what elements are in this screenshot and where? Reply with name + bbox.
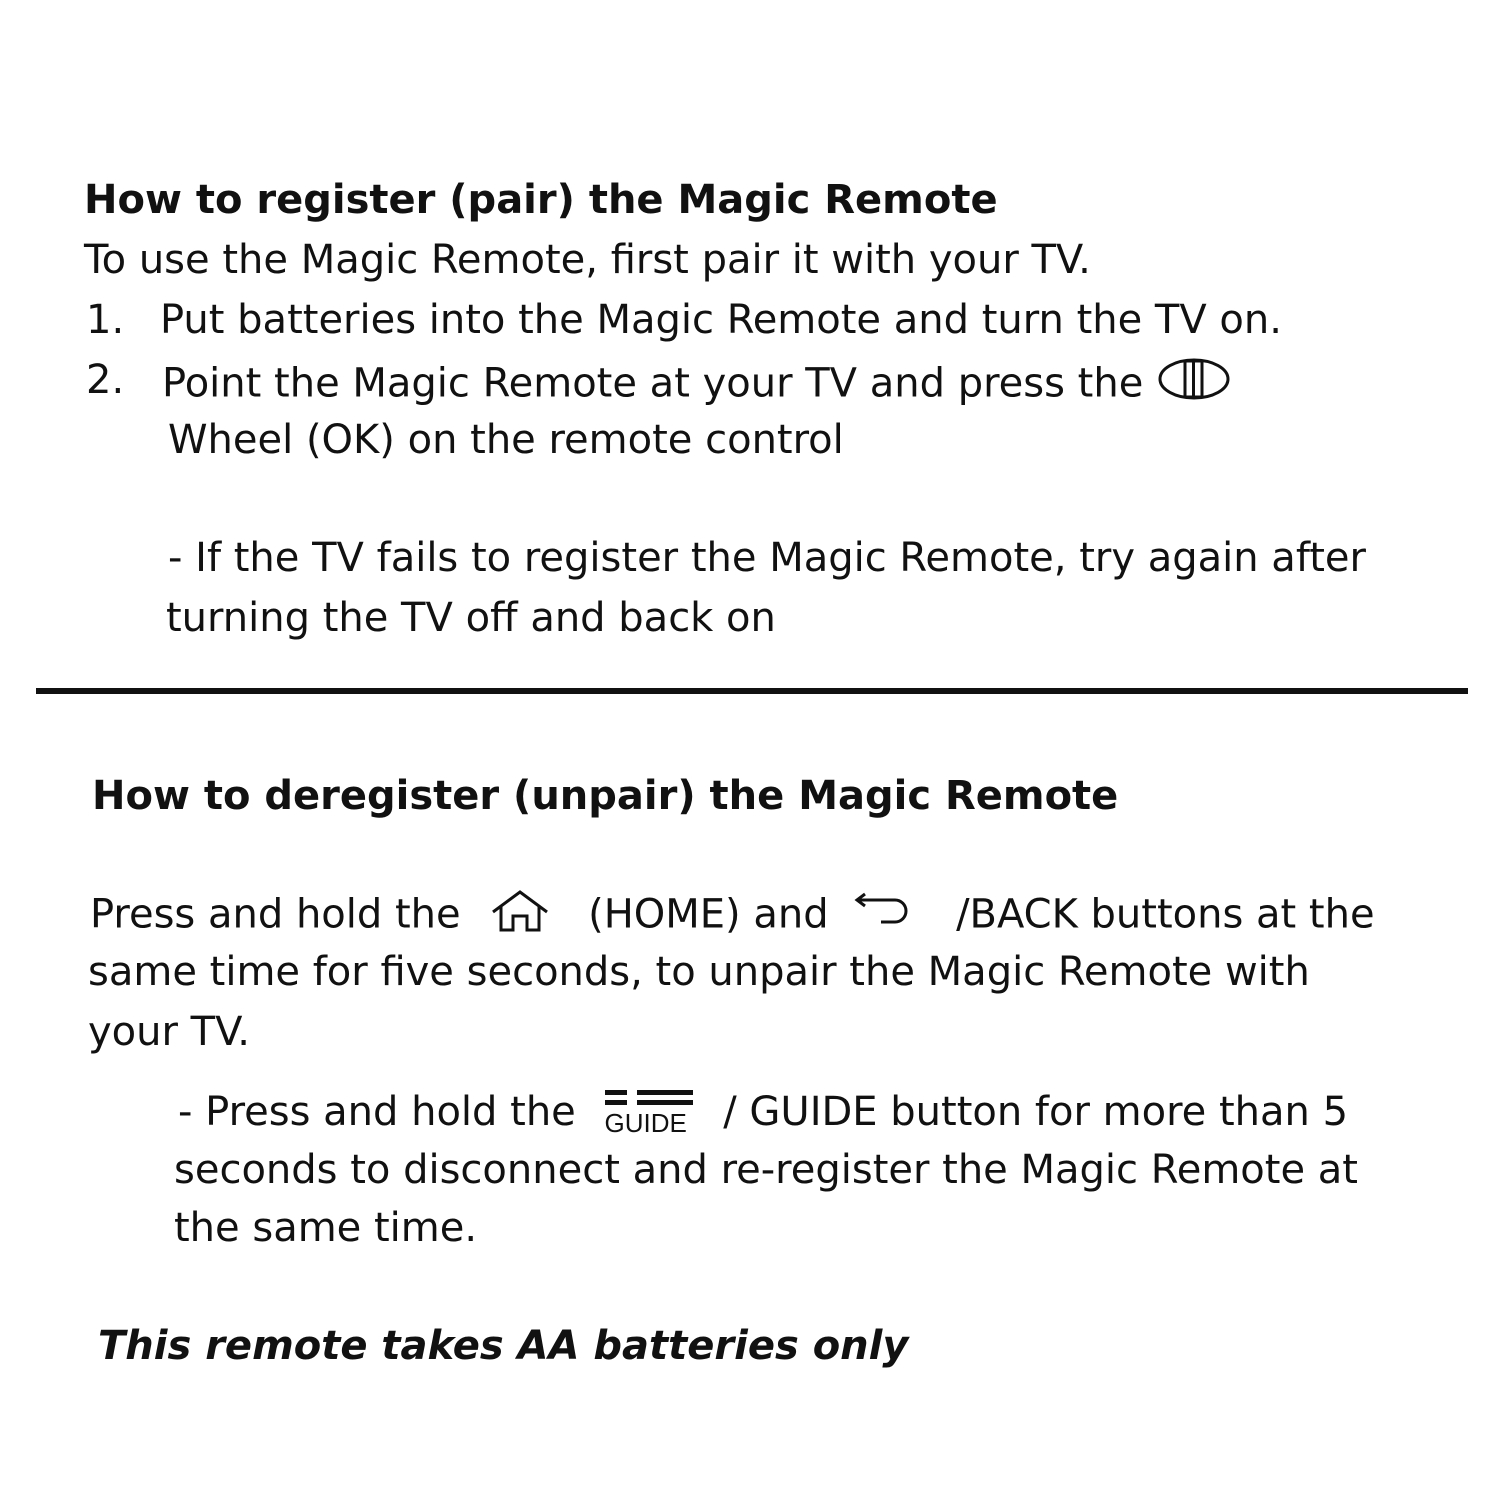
wheel-icon (1156, 356, 1234, 415)
p1-back-text: /BACK buttons at the (956, 891, 1375, 938)
step-2-text: Point the Magic Remote at your TV and pr… (162, 356, 1234, 415)
note-text-a: - Press and hold the (178, 1089, 576, 1135)
step-2-number: 2. (86, 357, 125, 403)
guide-icon: GUIDE (601, 1086, 697, 1142)
note-text-a2: / GUIDE button for more than 5 (723, 1089, 1349, 1135)
deregister-note-line3: the same time. (174, 1205, 478, 1251)
p1-home-text: (HOME) and (588, 891, 829, 938)
step-2-text-b: Wheel (OK) on the remote control (168, 417, 844, 463)
deregister-p1-line1: Press and hold the (HOME) and /BACK butt… (90, 888, 1375, 945)
deregister-note-line2: seconds to disconnect and re-register th… (174, 1147, 1358, 1193)
p1-text-a: Press and hold the (90, 891, 461, 938)
register-intro: To use the Magic Remote, first pair it w… (84, 237, 1091, 283)
register-note-b: turning the TV off and back on (166, 595, 776, 641)
section-divider (36, 688, 1468, 694)
register-heading: How to register (pair) the Magic Remote (84, 177, 998, 223)
step-1-number: 1. (86, 297, 125, 343)
guide-icon-label: GUIDE (604, 1108, 687, 1138)
home-icon (489, 888, 551, 945)
deregister-p1-line3: your TV. (88, 1009, 251, 1055)
deregister-note-line1: - Press and hold the GUIDE / GUIDE butto… (178, 1086, 1348, 1142)
step-2-text-a: Point the Magic Remote at your TV and pr… (162, 360, 1144, 407)
deregister-p1-line2: same time for five seconds, to unpair th… (88, 949, 1310, 995)
back-icon (851, 888, 913, 945)
battery-note: This remote takes AA batteries only (98, 1323, 909, 1369)
step-1-text: Put batteries into the Magic Remote and … (160, 297, 1282, 343)
register-note-a: - If the TV fails to register the Magic … (168, 535, 1366, 581)
deregister-heading: How to deregister (unpair) the Magic Rem… (92, 773, 1119, 819)
